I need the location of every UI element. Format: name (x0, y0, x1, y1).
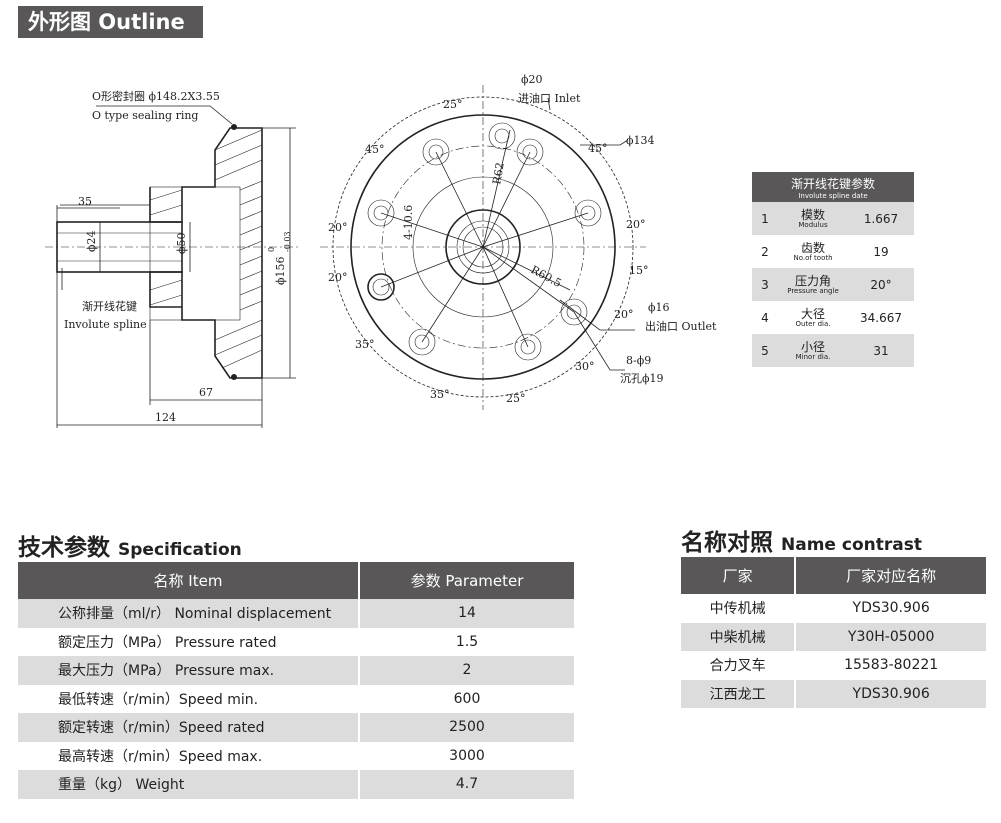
angle-25-top: 25° (443, 98, 463, 111)
table-row: 最大压力（MPa） Pressure max.2 (18, 656, 574, 685)
counterbore-label: 沉孔ϕ19 (620, 372, 664, 385)
oring-en-label: O type sealing ring (92, 109, 198, 122)
front-view: ϕ20 进油口 Inlet ϕ134 ϕ16 出油口 Outlet 8-ϕ9 沉… (320, 73, 717, 410)
phi16-label: ϕ16 (648, 301, 670, 314)
spec-col-item: 名称 Item (18, 562, 359, 599)
r605-label: R60.5 (529, 263, 564, 290)
angle-15: 15° (629, 264, 649, 277)
angle-30: 30° (575, 360, 595, 373)
holes-label: 8-ϕ9 (626, 354, 651, 367)
side-section-view: O形密封圈 ϕ148.2X3.55 O type sealing ring 35… (45, 89, 300, 428)
angle-25-bot: 25° (506, 392, 526, 405)
angle-45-right: 45° (588, 142, 608, 155)
angle-35-left: 35° (355, 338, 375, 351)
outline-title: 外形图 Outline (18, 6, 203, 38)
outline-drawing: O形密封圈 ϕ148.2X3.55 O type sealing ring 35… (45, 73, 717, 428)
spec-table: 名称 Item 参数 Parameter 公称排量（ml/r） Nominal … (18, 562, 574, 799)
phi134-label: ϕ134 (626, 134, 655, 147)
inlet-label: 进油口 Inlet (518, 91, 581, 105)
angle-20-l1: 20° (328, 221, 348, 234)
spec-title: 技术参数 Specification (18, 535, 242, 561)
angle-20-l2: 20° (328, 271, 348, 284)
table-row: 最低转速（r/min）Speed min.600 (18, 684, 574, 713)
outlet-label: 出油口 Outlet (645, 319, 717, 333)
dim-phi24: ϕ24 (85, 231, 98, 253)
dim-phi156: ϕ156 (274, 257, 287, 286)
spline-en-label: Involute spline (64, 318, 147, 331)
phi20-label: ϕ20 (521, 73, 543, 86)
dim-35: 35 (78, 195, 92, 208)
spline-table-header: 渐开线花键参数 Involute spline date (752, 172, 914, 202)
spec-col-parameter: 参数 Parameter (358, 562, 574, 599)
angle-20-r2: 20° (614, 308, 634, 321)
contrast-title: 名称对照 Name contrast (681, 530, 922, 556)
angle-35-bot: 35° (430, 388, 450, 401)
dim-phi50: ϕ50 (175, 233, 188, 255)
r62-label: R62 (490, 161, 507, 185)
spline-label: 渐开线花键 (82, 299, 137, 313)
angle-45-left: 45° (365, 143, 385, 156)
table-row: 最高转速（r/min）Speed max.3000 (18, 741, 574, 770)
dim-124: 124 (155, 411, 176, 424)
oring-label: O形密封圈 ϕ148.2X3.55 (92, 89, 220, 103)
contrast-col-model: 厂家对应名称 (794, 557, 986, 594)
angle-20-r1: 20° (626, 218, 646, 231)
dim-phi156-tol-top: 0 (267, 247, 276, 252)
m106-label: 4-10.6 (402, 205, 415, 240)
contrast-col-maker: 厂家 (681, 557, 796, 594)
dim-phi156-tol-bot: -0.03 (283, 231, 292, 252)
dim-67: 67 (199, 386, 213, 399)
